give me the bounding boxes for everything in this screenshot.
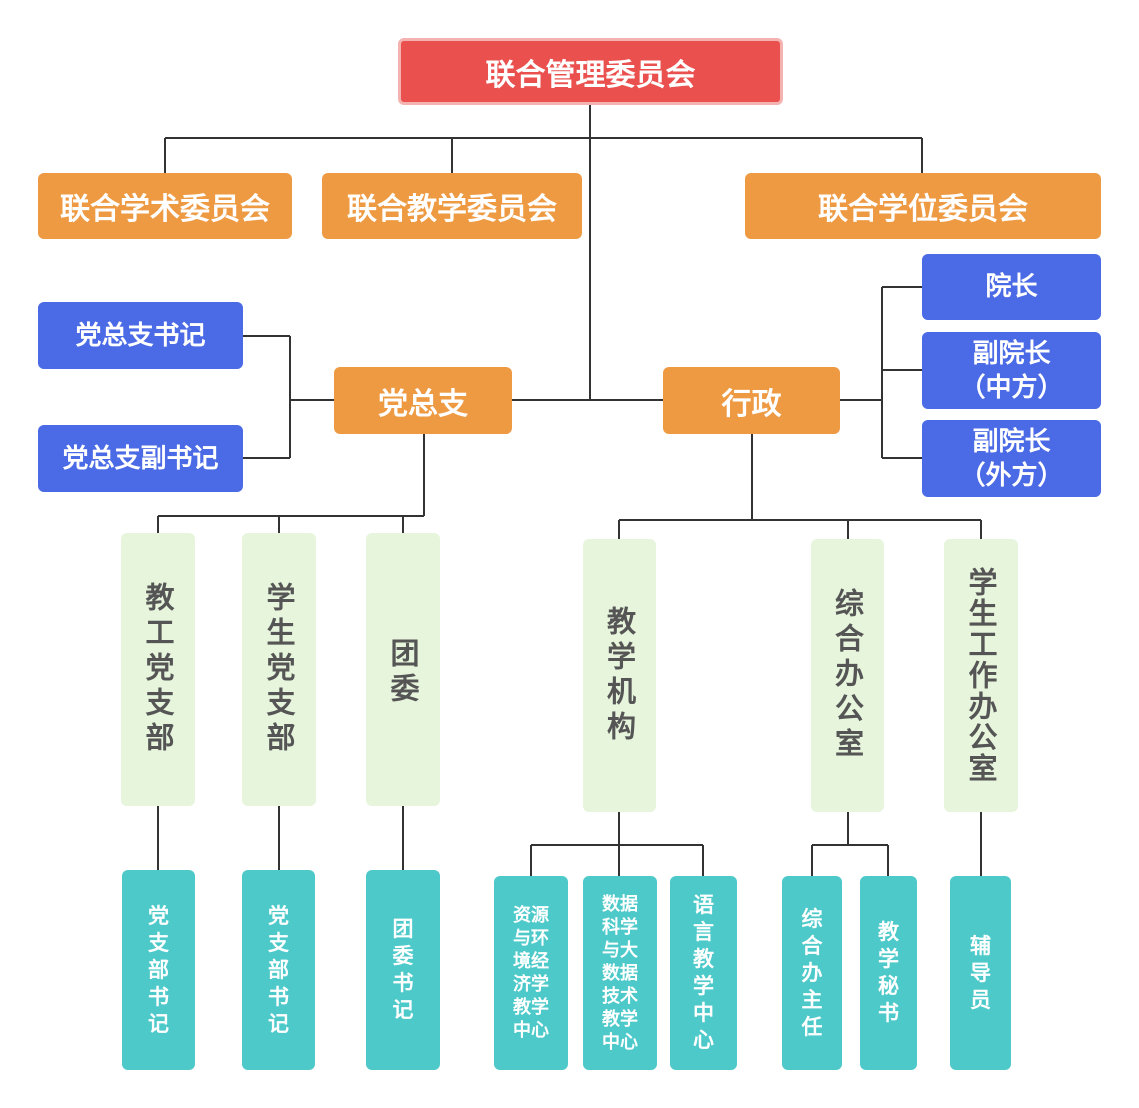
party-deputy-secretary-label: 党总支副书记 <box>62 443 219 474</box>
party-secretary-label: 党总支书记 <box>75 320 206 351</box>
youth-league-committee: 团委 <box>366 533 440 806</box>
student-party-branch-label: 学生党支部 <box>262 582 296 757</box>
party-general-branch: 党总支 <box>334 367 512 434</box>
party-branch-secretary-student: 党支部书记 <box>242 870 315 1070</box>
dean: 院长 <box>922 254 1101 320</box>
faculty-party-branch: 教工党支部 <box>121 533 195 806</box>
vice-dean-foreign: 副院长 （外方） <box>922 420 1101 497</box>
language-teaching-center: 语言教学中心 <box>670 876 737 1070</box>
student-party-branch: 学生党支部 <box>242 533 316 806</box>
party-branch-secretary-faculty-label: 党支部书记 <box>148 903 169 1036</box>
general-office-director-label: 综合办主任 <box>801 906 823 1039</box>
youth-league-secretary: 团委书记 <box>366 870 440 1070</box>
counselor-label: 辅导员 <box>970 933 991 1012</box>
administration-label: 行政 <box>721 386 782 422</box>
language-teaching-center-label: 语言教学中心 <box>693 893 714 1052</box>
joint-teaching-committee: 联合教学委员会 <box>322 173 582 239</box>
vice-dean-chinese: 副院长 （中方） <box>922 332 1101 409</box>
party-secretary: 党总支书记 <box>38 302 243 369</box>
party-branch-secretary-faculty: 党支部书记 <box>122 870 195 1070</box>
dean-label: 院长 <box>985 272 1038 302</box>
joint-academic-committee: 联合学术委员会 <box>38 173 292 239</box>
administration: 行政 <box>663 367 840 434</box>
joint-management-committee: 联合管理委员会 <box>398 38 783 105</box>
student-affairs-office: 学生工作办公室 <box>944 539 1018 812</box>
data-science-teaching-center-label: 数据科学与大数据技术教学中心 <box>602 893 638 1053</box>
youth-league-secretary-label: 团委书记 <box>392 917 414 1022</box>
teaching-secretary-label: 教学秘书 <box>878 920 899 1025</box>
vice-dean-foreign-line2: （外方） <box>959 460 1064 491</box>
joint-teaching-committee-label: 联合教学委员会 <box>347 192 557 227</box>
teaching-secretary: 教学秘书 <box>860 876 917 1070</box>
vice-dean-foreign-line1: 副院长 <box>972 426 1051 457</box>
teaching-institutions: 教学机构 <box>583 539 656 812</box>
vice-dean-chinese-line2: （中方） <box>959 372 1064 403</box>
general-office-director: 综合办主任 <box>782 876 842 1070</box>
joint-degree-committee: 联合学位委员会 <box>745 173 1101 239</box>
general-office: 综合办公室 <box>811 539 884 812</box>
party-deputy-secretary: 党总支副书记 <box>38 425 243 492</box>
vice-dean-chinese-line1: 副院长 <box>972 338 1051 369</box>
youth-league-committee-label: 团委 <box>386 638 420 708</box>
resource-env-econ-teaching-center: 资源与环境经济学教学中心 <box>494 876 568 1070</box>
resource-env-econ-teaching-center-label: 资源与环境经济学教学中心 <box>513 905 549 1041</box>
party-branch-secretary-student-label: 党支部书记 <box>268 903 289 1036</box>
joint-management-committee-label: 联合管理委员会 <box>485 57 696 93</box>
party-general-branch-label: 党总支 <box>378 386 468 422</box>
data-science-teaching-center: 数据科学与大数据技术教学中心 <box>583 876 657 1070</box>
joint-degree-committee-label: 联合学位委员会 <box>818 192 1028 227</box>
counselor: 辅导员 <box>950 876 1011 1070</box>
teaching-institutions-label: 教学机构 <box>602 605 637 746</box>
student-affairs-office-label: 学生工作办公室 <box>964 567 998 784</box>
general-office-label: 综合办公室 <box>830 588 865 763</box>
faculty-party-branch-label: 教工党支部 <box>141 582 175 757</box>
joint-academic-committee-label: 联合学术委员会 <box>60 192 270 227</box>
